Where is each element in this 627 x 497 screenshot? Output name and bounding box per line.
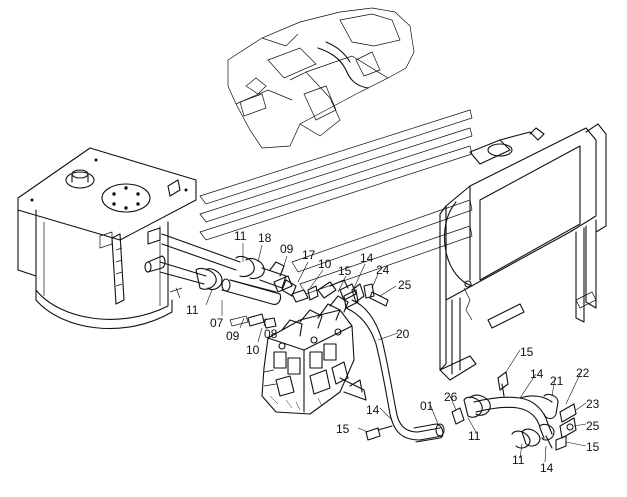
fasteners: [273, 275, 393, 441]
callout-11-mid: 11: [468, 429, 481, 443]
leader-lines: [205, 243, 587, 463]
callout-09-lower: 09: [226, 329, 240, 343]
callout-10-upper: 10: [318, 257, 332, 271]
callout-08: 08: [264, 327, 278, 341]
callout-14-upper: 14: [360, 251, 374, 265]
control-valve: [261, 295, 367, 415]
oil-cooler: [439, 123, 607, 381]
callout-11-lower: 11: [512, 453, 525, 467]
callout-21: 21: [550, 374, 564, 388]
callout-01: 01: [420, 399, 434, 413]
callout-14-lower: 14: [540, 461, 554, 475]
callout-25-lower: 25: [586, 419, 600, 433]
background-stripes: [199, 109, 473, 295]
callout-18: 18: [258, 231, 272, 245]
callout-14-pipe: 14: [366, 403, 380, 417]
callout-15-cooler: 15: [520, 345, 534, 359]
callout-15-lower-left: 15: [336, 422, 350, 436]
callout-24: 24: [376, 263, 390, 277]
callout-09-upper: 09: [280, 242, 294, 256]
tank-pipes: [159, 233, 359, 329]
callout-25-upper: 25: [398, 278, 412, 292]
callout-22: 22: [576, 366, 590, 380]
excavator-overview: [227, 7, 415, 149]
callout-07: 07: [210, 316, 224, 330]
callout-20: 20: [396, 327, 410, 341]
hydraulic-tank: [17, 147, 197, 330]
callout-23: 23: [586, 397, 600, 411]
callout-15-upper: 15: [338, 264, 352, 278]
callout-11-left: 11: [186, 303, 199, 317]
callout-17: 17: [302, 248, 316, 262]
return-pipe: [345, 299, 445, 443]
callout-15-lower-right: 15: [586, 440, 600, 454]
callouts: 11 18 09 17 10 14 15 24 25 11 07 09 08 1…: [186, 229, 600, 475]
callout-10-lower: 10: [246, 343, 260, 357]
callout-26: 26: [444, 390, 458, 404]
callout-11-upper: 11: [234, 229, 247, 243]
callout-14-cooler: 14: [530, 367, 544, 381]
